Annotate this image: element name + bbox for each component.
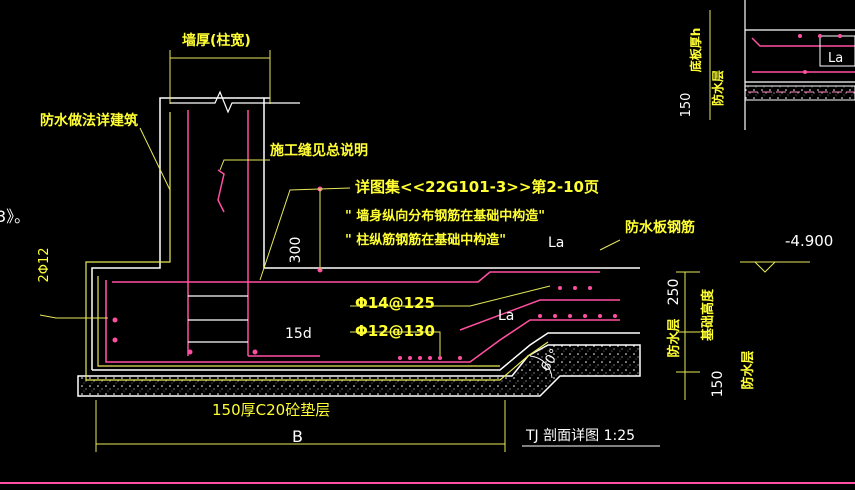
tr-waterproof-layer: 防水层 <box>710 70 725 106</box>
dim-b: B <box>292 427 303 446</box>
waterproof-layer-label: 防水层 <box>666 318 682 357</box>
sloped-rebar <box>459 299 620 331</box>
break-line <box>170 90 300 114</box>
waterproof-layer-line <box>85 112 549 381</box>
construction-joint-label: 施工缝见总说明 <box>270 142 368 159</box>
detail-top-right <box>709 0 855 130</box>
drawing-title: TJ 剖面详图 1:25 <box>525 428 635 444</box>
dim-15d: 15d <box>285 326 312 342</box>
construction-joint-mark <box>217 169 225 213</box>
waterproof-rebar-label: 防水板钢筋 <box>625 219 695 236</box>
wall-thickness-label: 墙厚(柱宽) <box>182 32 251 49</box>
dimension-lines <box>95 50 810 452</box>
bottom-rebar <box>105 280 620 363</box>
la-top-right: La <box>828 51 843 66</box>
stirrups <box>188 295 248 343</box>
rebar-dots <box>112 186 617 360</box>
foundation-bottom-outline <box>92 332 640 371</box>
concrete-cushion <box>77 344 641 397</box>
foundation-height-label: 基础高度 <box>700 288 716 342</box>
dim-300: 300 <box>288 237 304 264</box>
waterproof-method-label: 防水做法详建筑 <box>40 112 138 129</box>
left-fragment: 3》。 <box>0 207 30 226</box>
rebar-bottom-label: Φ12@130 <box>355 322 435 340</box>
dim-150-lower: 150 <box>710 371 726 398</box>
leader-lines <box>39 127 621 356</box>
inner-waterproof-line <box>97 276 500 367</box>
note-wall: " 墙身纵向分布钢筋在基础中构造" <box>345 208 545 224</box>
cushion-label: 150厚C20砼垫层 <box>212 401 330 419</box>
top-rebar <box>112 271 600 283</box>
angle-arc <box>529 355 553 379</box>
rebar-left-label: 2Φ12 <box>37 247 52 282</box>
rebar-top-label: Φ14@125 <box>355 294 435 312</box>
la-lower: La <box>498 308 514 324</box>
la-upper: La <box>548 235 564 251</box>
ref-atlas-label: 详图集<<22G101-3>>第2-10页 <box>355 178 599 196</box>
foundation-left-outline <box>91 97 270 370</box>
waterproof-layer-lower: 防水层 <box>740 350 756 389</box>
tr-slab-thickness: 底板厚h <box>688 28 703 73</box>
dim-250: 250 <box>666 279 682 306</box>
tr-dim-150: 150 <box>679 93 694 118</box>
elevation-label: -4.900 <box>785 232 833 250</box>
note-column: " 柱纵筋钢筋在基础中构造" <box>345 232 506 248</box>
